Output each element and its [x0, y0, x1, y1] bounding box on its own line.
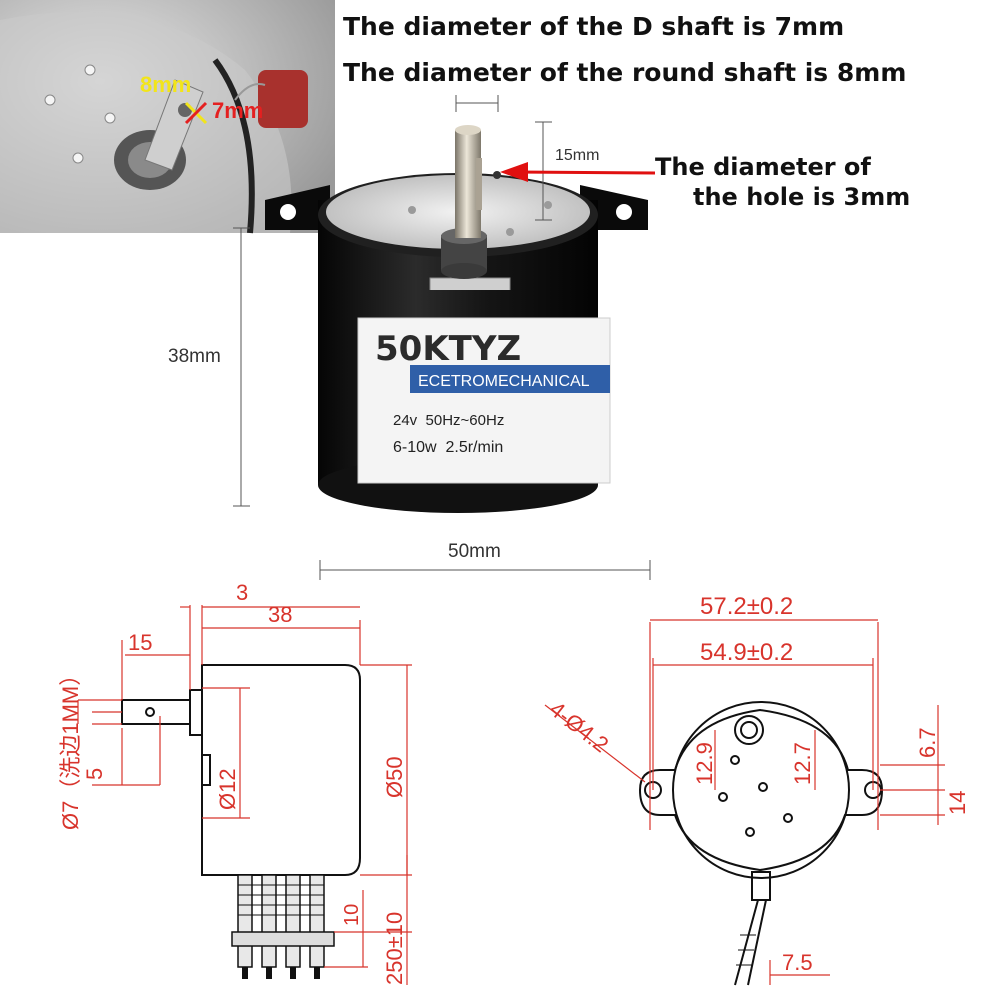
headline-d-shaft: The diameter of the D shaft is 7mm	[343, 12, 845, 41]
inset-label-8mm: 8mm	[140, 72, 191, 97]
dim-129: 12.9	[692, 742, 717, 785]
spec-line-2: 6-10w 2.5r/min	[393, 439, 503, 456]
side-leads	[231, 874, 335, 979]
dim-67: 6.7	[915, 727, 940, 758]
side-view-drawing: 3 38 15 5 Ø7（洗边1MM） Ø12 Ø50 10 250±10	[58, 580, 412, 985]
model-name: 50KTYZ	[375, 329, 521, 369]
photo-dim-height: 38mm	[168, 346, 221, 367]
dim-75: 7.5	[782, 950, 813, 975]
photo-dim-width: 50mm	[448, 541, 501, 562]
brand-name: ECETROMECHANICAL	[418, 373, 590, 390]
dim-lead: 250±10	[382, 912, 407, 985]
left-ear	[265, 185, 330, 230]
dim-holes: 4-Ø4.2	[545, 696, 613, 757]
side-body	[201, 664, 361, 876]
dim-10: 10	[341, 904, 363, 926]
dim-body: Ø50	[382, 756, 407, 798]
dim-14: 14	[945, 791, 970, 815]
brand-strip	[410, 365, 610, 393]
inset-photo: 8mm 7mm	[0, 0, 335, 234]
side-shaft	[121, 699, 191, 725]
photo-dim-shaft: 15mm	[555, 147, 599, 164]
hole-pointer	[514, 170, 656, 175]
dim-3: 3	[236, 580, 248, 605]
inset-label-7mm: 7mm	[212, 98, 263, 123]
dim-127: 12.7	[790, 742, 815, 785]
dim-549: 54.9±0.2	[700, 639, 793, 666]
headline-round-shaft: The diameter of the round shaft is 8mm	[343, 58, 907, 87]
dim-57: 57.2±0.2	[700, 593, 793, 620]
front-outline	[638, 708, 884, 872]
motor-label	[357, 317, 611, 484]
spec-line-1: 24v 50Hz~60Hz	[393, 412, 504, 429]
dim-shaft-dia: Ø7（洗边1MM）	[58, 664, 83, 830]
inset-capacitor	[258, 70, 308, 128]
inset-shaft	[144, 79, 204, 171]
dim-5: 5	[82, 768, 107, 780]
headline-hole-1: The diameter of	[655, 153, 871, 181]
front-view-drawing: 57.2±0.2 54.9±0.2 4-Ø4.2 12.9 12.7 6.7 1…	[544, 593, 970, 986]
shaft-hole	[493, 171, 501, 179]
motor-photo: 50KTYZ ECETROMECHANICAL 24v 50Hz~60Hz 6-…	[168, 95, 656, 580]
dim-boss: Ø12	[215, 768, 240, 810]
dim-38: 38	[268, 602, 292, 627]
headline-hole-2: the hole is 3mm	[693, 183, 911, 211]
dim-15: 15	[128, 630, 152, 655]
